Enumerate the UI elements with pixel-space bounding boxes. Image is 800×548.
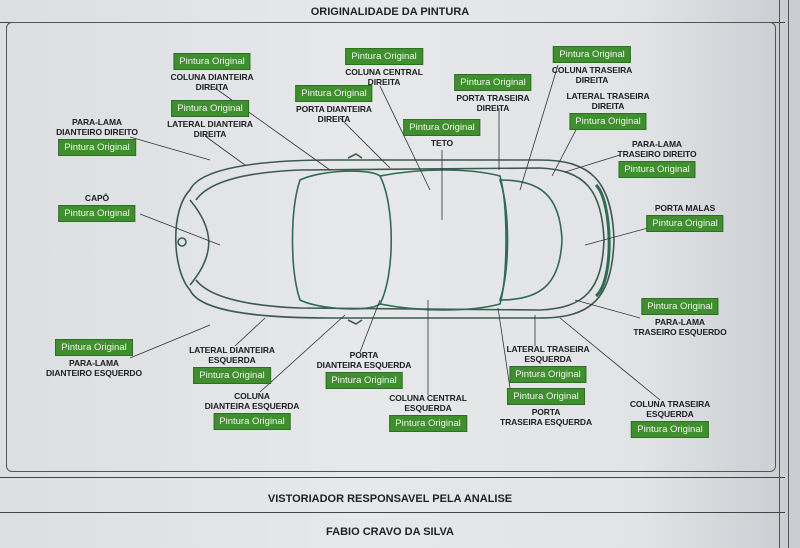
car-part-label: PARA-LAMA DIANTEIRO DIREITO Pintura Origi… [56, 117, 138, 158]
inspector-label: VISTORIADOR RESPONSAVEL PELA ANALISE [267, 493, 513, 505]
part-name: PORTA TRASEIRA ESQUERDA [500, 407, 592, 427]
part-name: COLUNA CENTRAL DIREITA [345, 67, 423, 87]
car-part-label: PORTA DIANTEIRA ESQUERDA Pintura Original [316, 350, 412, 391]
paint-status-badge: Pintura Original [553, 46, 631, 63]
divider [0, 477, 785, 478]
paint-status-badge: Pintura Original [641, 298, 719, 315]
part-name: COLUNA TRASEIRA ESQUERDA [629, 399, 711, 419]
paint-status-badge: Pintura Original [173, 53, 251, 70]
car-part-label: PORTA MALAS Pintura Original [646, 203, 724, 234]
part-name: PARA-LAMA TRASEIRO DIREITO [617, 139, 697, 159]
paint-status-badge: Pintura Original [454, 74, 532, 91]
paint-status-badge: Pintura Original [509, 366, 587, 383]
paint-status-badge: Pintura Original [618, 161, 696, 178]
section-title: ORIGINALIDADE DA PINTURA [310, 6, 470, 18]
paint-status-badge: Pintura Original [55, 339, 133, 356]
part-name: PARA-LAMA TRASEIRO ESQUERDO [633, 317, 727, 337]
paint-status-badge: Pintura Original [631, 421, 709, 438]
paint-status-badge: Pintura Original [193, 367, 271, 384]
part-name: PARA-LAMA DIANTEIRO ESQUERDO [46, 358, 142, 378]
car-part-label: PARA-LAMA TRASEIRO DIREITO Pintura Origin… [617, 139, 697, 180]
paint-status-badge: Pintura Original [646, 215, 724, 232]
paint-status-badge: Pintura Original [171, 100, 249, 117]
car-part-label: COLUNA CENTRAL ESQUERDA Pintura Original [389, 393, 467, 434]
inspector-name: FABIO CRAVO DA SILVA [326, 526, 454, 538]
part-name: TETO [430, 138, 454, 148]
part-name: LATERAL TRASEIRA ESQUERDA [506, 344, 590, 364]
part-name: PORTA DIANTEIRA DIREITA [296, 104, 372, 124]
paint-diagram-frame [6, 22, 776, 472]
part-name: PORTA MALAS [654, 203, 716, 213]
part-name: CAPÔ [84, 193, 110, 203]
paint-status-badge: Pintura Original [58, 205, 136, 222]
paint-status-badge: Pintura Original [507, 388, 585, 405]
part-name: LATERAL TRASEIRA DIREITA [566, 91, 650, 111]
car-part-label: COLUNA DIANTEIRA ESQUERDA Pintura Origina… [204, 391, 300, 432]
car-part-label: LATERAL TRASEIRA ESQUERDA Pintura Origina… [506, 344, 590, 385]
paint-status-badge: Pintura Original [213, 413, 291, 430]
divider [788, 0, 789, 548]
part-name: PORTA DIANTEIRA ESQUERDA [316, 350, 412, 370]
paint-status-badge: Pintura Original [58, 139, 136, 156]
part-name: LATERAL DIANTEIRA ESQUERDA [189, 345, 275, 365]
part-name: LATERAL DIANTEIRA DIREITA [167, 119, 253, 139]
paint-status-badge: Pintura Original [345, 48, 423, 65]
divider [779, 0, 780, 548]
paint-status-badge: Pintura Original [325, 372, 403, 389]
car-part-label: LATERAL DIANTEIRA ESQUERDA Pintura Origin… [189, 345, 275, 386]
paint-status-badge: Pintura Original [403, 119, 481, 136]
part-name: PARA-LAMA DIANTEIRO DIREITO [56, 117, 138, 137]
divider [0, 512, 785, 513]
part-name: PORTA TRASEIRA DIREITA [456, 93, 530, 113]
paint-status-badge: Pintura Original [295, 85, 373, 102]
part-name: COLUNA DIANTEIRA DIREITA [170, 72, 254, 92]
car-outline [175, 153, 615, 325]
car-part-label: LATERAL TRASEIRA DIREITA Pintura Original [566, 91, 650, 132]
part-name: COLUNA DIANTEIRA ESQUERDA [204, 391, 300, 411]
leader-lines [129, 64, 661, 401]
paint-status-badge: Pintura Original [569, 113, 647, 130]
car-part-label: CAPÔ Pintura Original [58, 193, 136, 224]
paint-status-badge: Pintura Original [389, 415, 467, 432]
part-name: COLUNA TRASEIRA DIREITA [551, 65, 633, 85]
part-name: COLUNA CENTRAL ESQUERDA [389, 393, 467, 413]
car-part-label: COLUNA TRASEIRA ESQUERDA Pintura Original [630, 399, 710, 440]
